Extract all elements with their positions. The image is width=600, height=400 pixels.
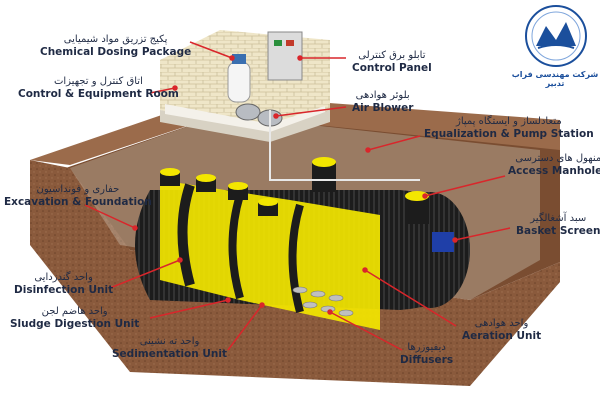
label-aeration-en: Aeration Unit [462, 329, 542, 342]
label-chemical-dosing-fa: پکیج تزریق مواد شیمیایی [63, 34, 168, 45]
label-air-blower: بلوئر هوادهی Air Blower [352, 90, 413, 114]
leader-lines [84, 41, 511, 351]
label-sedimentation: واحد ته نشینی Sedimentation Unit [112, 336, 227, 360]
label-disinfection: واحد گندزدایی Disinfection Unit [14, 272, 113, 296]
label-excavation-fa: حفاری و فونداسیون [36, 184, 120, 195]
label-air-blower-en: Air Blower [352, 101, 414, 114]
label-excavation: حفاری و فونداسیون Excavation & Foundatio… [4, 184, 152, 208]
company-logo [525, 5, 587, 67]
basket-screen-box [432, 232, 454, 252]
label-control-room-fa: اتاق کنترل و تجهیزات [53, 76, 143, 87]
label-access-manholes-en: Access Manholes [508, 164, 600, 177]
label-control-panel-en: Control Panel [352, 61, 432, 74]
label-disinfection-fa: واحد گندزدایی [34, 272, 93, 283]
label-basket-screen: سبد آشغالگیر Basket Screen [516, 213, 600, 237]
label-diffusers-fa: دیفیوزرها [407, 342, 446, 353]
label-chemical-dosing-en: Chemical Dosing Package [40, 45, 192, 58]
label-equalization: متعادلساز و ایستگاه پمپاژ Equalization &… [424, 116, 594, 140]
label-access-manholes: منهول های دسترسی Access Manholes [508, 153, 600, 177]
label-sludge-digestion: واحد هاضم لجن Sludge Digestion Unit [10, 306, 139, 330]
label-basket-screen-en: Basket Screen [516, 224, 600, 237]
label-control-panel: تابلو برق کنترلی Control Panel [352, 50, 432, 74]
access-manholes [160, 157, 429, 224]
label-excavation-en: Excavation & Foundation [4, 195, 152, 208]
label-control-panel-fa: تابلو برق کنترلی [358, 50, 426, 61]
treatment-tank [135, 110, 470, 330]
company-name: شرکت مهندسی فراب تدبیر [511, 70, 599, 88]
label-equalization-fa: متعادلساز و ایستگاه پمپاژ [456, 116, 562, 127]
label-basket-screen-fa: سبد آشغالگیر [530, 213, 587, 224]
label-air-blower-fa: بلوئر هوادهی [355, 90, 410, 101]
control-room [160, 30, 330, 142]
label-aeration-fa: واحد هوادهی [474, 318, 529, 329]
label-chemical-dosing: پکیج تزریق مواد شیمیایی Chemical Dosing … [40, 34, 191, 58]
label-equalization-en: Equalization & Pump Station [424, 127, 594, 140]
label-disinfection-en: Disinfection Unit [14, 283, 114, 296]
label-sedimentation-fa: واحد ته نشینی [139, 336, 200, 347]
label-access-manholes-fa: منهول های دسترسی [515, 153, 600, 164]
label-diffusers: دیفیوزرها Diffusers [400, 342, 453, 366]
label-control-room-en: Control & Equipment Room [18, 87, 179, 100]
label-diffusers-en: Diffusers [400, 353, 454, 366]
label-sedimentation-en: Sedimentation Unit [112, 347, 228, 360]
label-aeration: واحد هوادهی Aeration Unit [462, 318, 541, 342]
diffuser-discs [292, 286, 354, 317]
label-control-room: اتاق کنترل و تجهیزات Control & Equipment… [18, 76, 179, 100]
label-sludge-digestion-en: Sludge Digestion Unit [10, 317, 140, 330]
label-sludge-digestion-fa: واحد هاضم لجن [41, 306, 108, 317]
